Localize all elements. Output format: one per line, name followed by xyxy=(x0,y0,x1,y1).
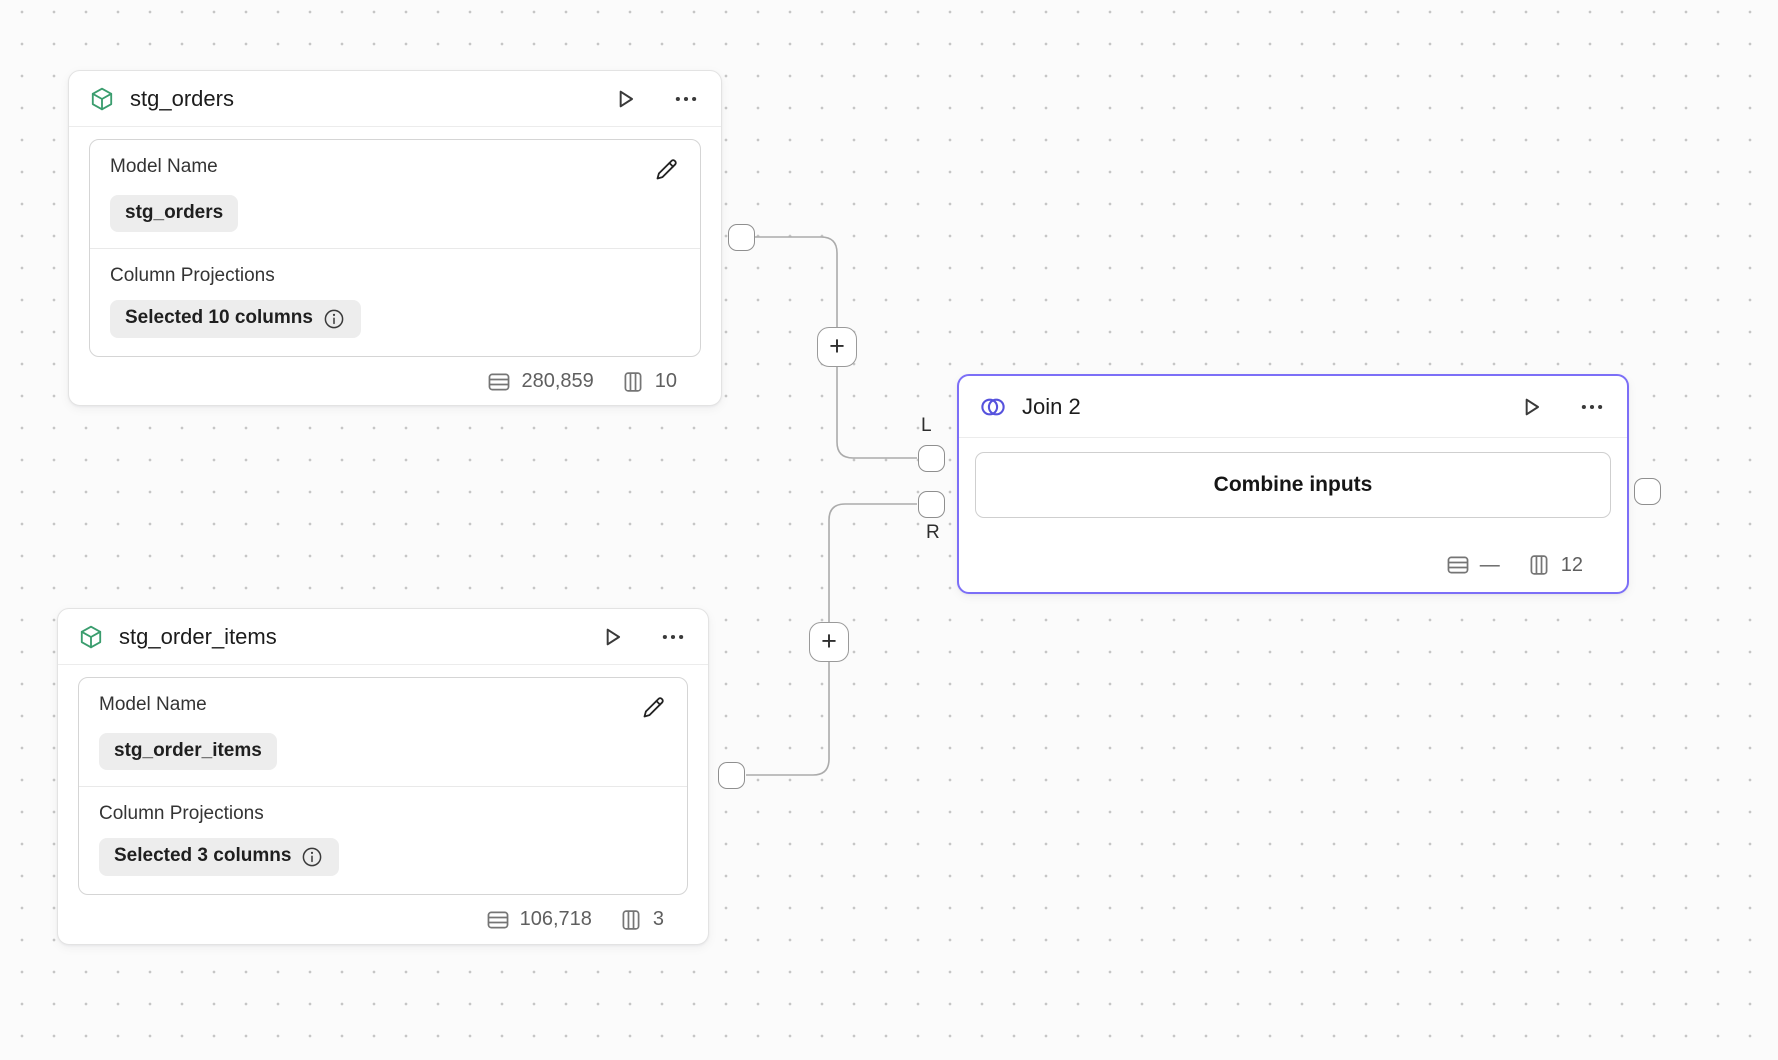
ellipsis-icon xyxy=(660,624,686,650)
model-name-label: Model Name xyxy=(110,156,218,177)
model-name-badge[interactable]: stg_order_items xyxy=(99,733,277,770)
edit-model-name-button[interactable] xyxy=(640,694,667,721)
node-config-card: Model Name stg_orders Column Projections xyxy=(89,139,701,357)
port-join-input-left[interactable] xyxy=(918,445,945,472)
play-icon xyxy=(1518,394,1544,420)
row-count-value: — xyxy=(1479,553,1500,576)
pencil-icon xyxy=(653,156,680,183)
port-stg-orders-output[interactable] xyxy=(728,224,755,251)
node-menu-button[interactable] xyxy=(673,86,699,112)
column-projections-label: Column Projections xyxy=(99,802,264,824)
column-count-value: 10 xyxy=(654,370,677,393)
info-icon xyxy=(300,845,324,869)
node-stats-footer: 280,859 10 xyxy=(69,357,721,411)
node-join-2[interactable]: Join 2 Combine inputs xyxy=(957,374,1629,594)
model-name-badge[interactable]: stg_orders xyxy=(110,195,239,232)
join-venn-icon xyxy=(979,393,1007,421)
node-stats-footer: — 12 xyxy=(959,540,1627,592)
ellipsis-icon xyxy=(673,86,699,112)
node-title: Join 2 xyxy=(1022,393,1081,419)
row-count-value: 106,718 xyxy=(519,908,592,931)
node-stg-order-items[interactable]: stg_order_items Model Name xyxy=(57,608,709,945)
row-count-value: 280,859 xyxy=(521,370,594,393)
node-menu-button[interactable] xyxy=(660,624,686,650)
rows-icon xyxy=(1445,552,1471,578)
combine-inputs-button[interactable]: Combine inputs xyxy=(975,452,1611,518)
row-count-stat: — xyxy=(1445,552,1500,578)
node-stg-orders[interactable]: stg_orders Model Name xyxy=(68,70,722,406)
ellipsis-icon xyxy=(1579,394,1605,420)
columns-icon xyxy=(1526,552,1552,578)
columns-icon xyxy=(618,907,644,933)
columns-icon xyxy=(620,369,646,395)
rows-icon xyxy=(486,369,512,395)
column-projections-label: Column Projections xyxy=(110,264,275,286)
model-cube-icon xyxy=(78,624,104,650)
column-count-stat: 12 xyxy=(1526,552,1583,578)
port-join-output[interactable] xyxy=(1634,478,1661,505)
column-count-stat: 3 xyxy=(618,907,664,933)
run-node-button[interactable] xyxy=(1518,394,1544,420)
model-cube-icon xyxy=(89,86,115,112)
run-node-button[interactable] xyxy=(599,624,625,650)
join-left-input-label: L xyxy=(921,415,932,436)
column-count-stat: 10 xyxy=(620,369,677,395)
column-projections-badge[interactable]: Selected 10 columns xyxy=(110,299,361,338)
rows-icon xyxy=(485,907,511,933)
play-icon xyxy=(612,86,638,112)
column-projections-badge[interactable]: Selected 3 columns xyxy=(99,837,340,876)
edit-model-name-button[interactable] xyxy=(653,156,680,183)
node-menu-button[interactable] xyxy=(1579,394,1605,420)
port-stg-order-items-output[interactable] xyxy=(718,762,745,789)
add-step-on-wire-button-bottom[interactable]: + xyxy=(809,622,849,662)
node-stg-order-items-header: stg_order_items xyxy=(58,609,708,665)
run-node-button[interactable] xyxy=(612,86,638,112)
port-join-input-right[interactable] xyxy=(918,491,945,518)
pencil-icon xyxy=(640,694,667,721)
column-projections-value: Selected 10 columns xyxy=(125,307,313,329)
add-step-on-wire-button-top[interactable]: + xyxy=(817,327,857,367)
node-stats-footer: 106,718 3 xyxy=(58,895,708,949)
node-config-card: Model Name stg_order_items Column Projec… xyxy=(78,677,688,895)
model-name-label: Model Name xyxy=(99,694,207,715)
model-name-value: stg_order_items xyxy=(114,740,262,761)
play-icon xyxy=(599,624,625,650)
model-name-value: stg_orders xyxy=(125,202,224,223)
card-divider xyxy=(90,247,700,249)
info-icon xyxy=(322,307,346,331)
row-count-stat: 280,859 xyxy=(486,369,594,395)
column-count-value: 12 xyxy=(1560,553,1583,576)
column-count-value: 3 xyxy=(652,908,664,931)
row-count-stat: 106,718 xyxy=(485,907,592,933)
node-title: stg_orders xyxy=(130,85,234,111)
node-join-header: Join 2 xyxy=(959,376,1627,438)
node-title: stg_order_items xyxy=(119,623,277,649)
node-stg-orders-header: stg_orders xyxy=(69,71,721,127)
card-divider xyxy=(79,785,687,787)
join-right-input-label: R xyxy=(926,522,940,543)
column-projections-value: Selected 3 columns xyxy=(114,845,292,867)
